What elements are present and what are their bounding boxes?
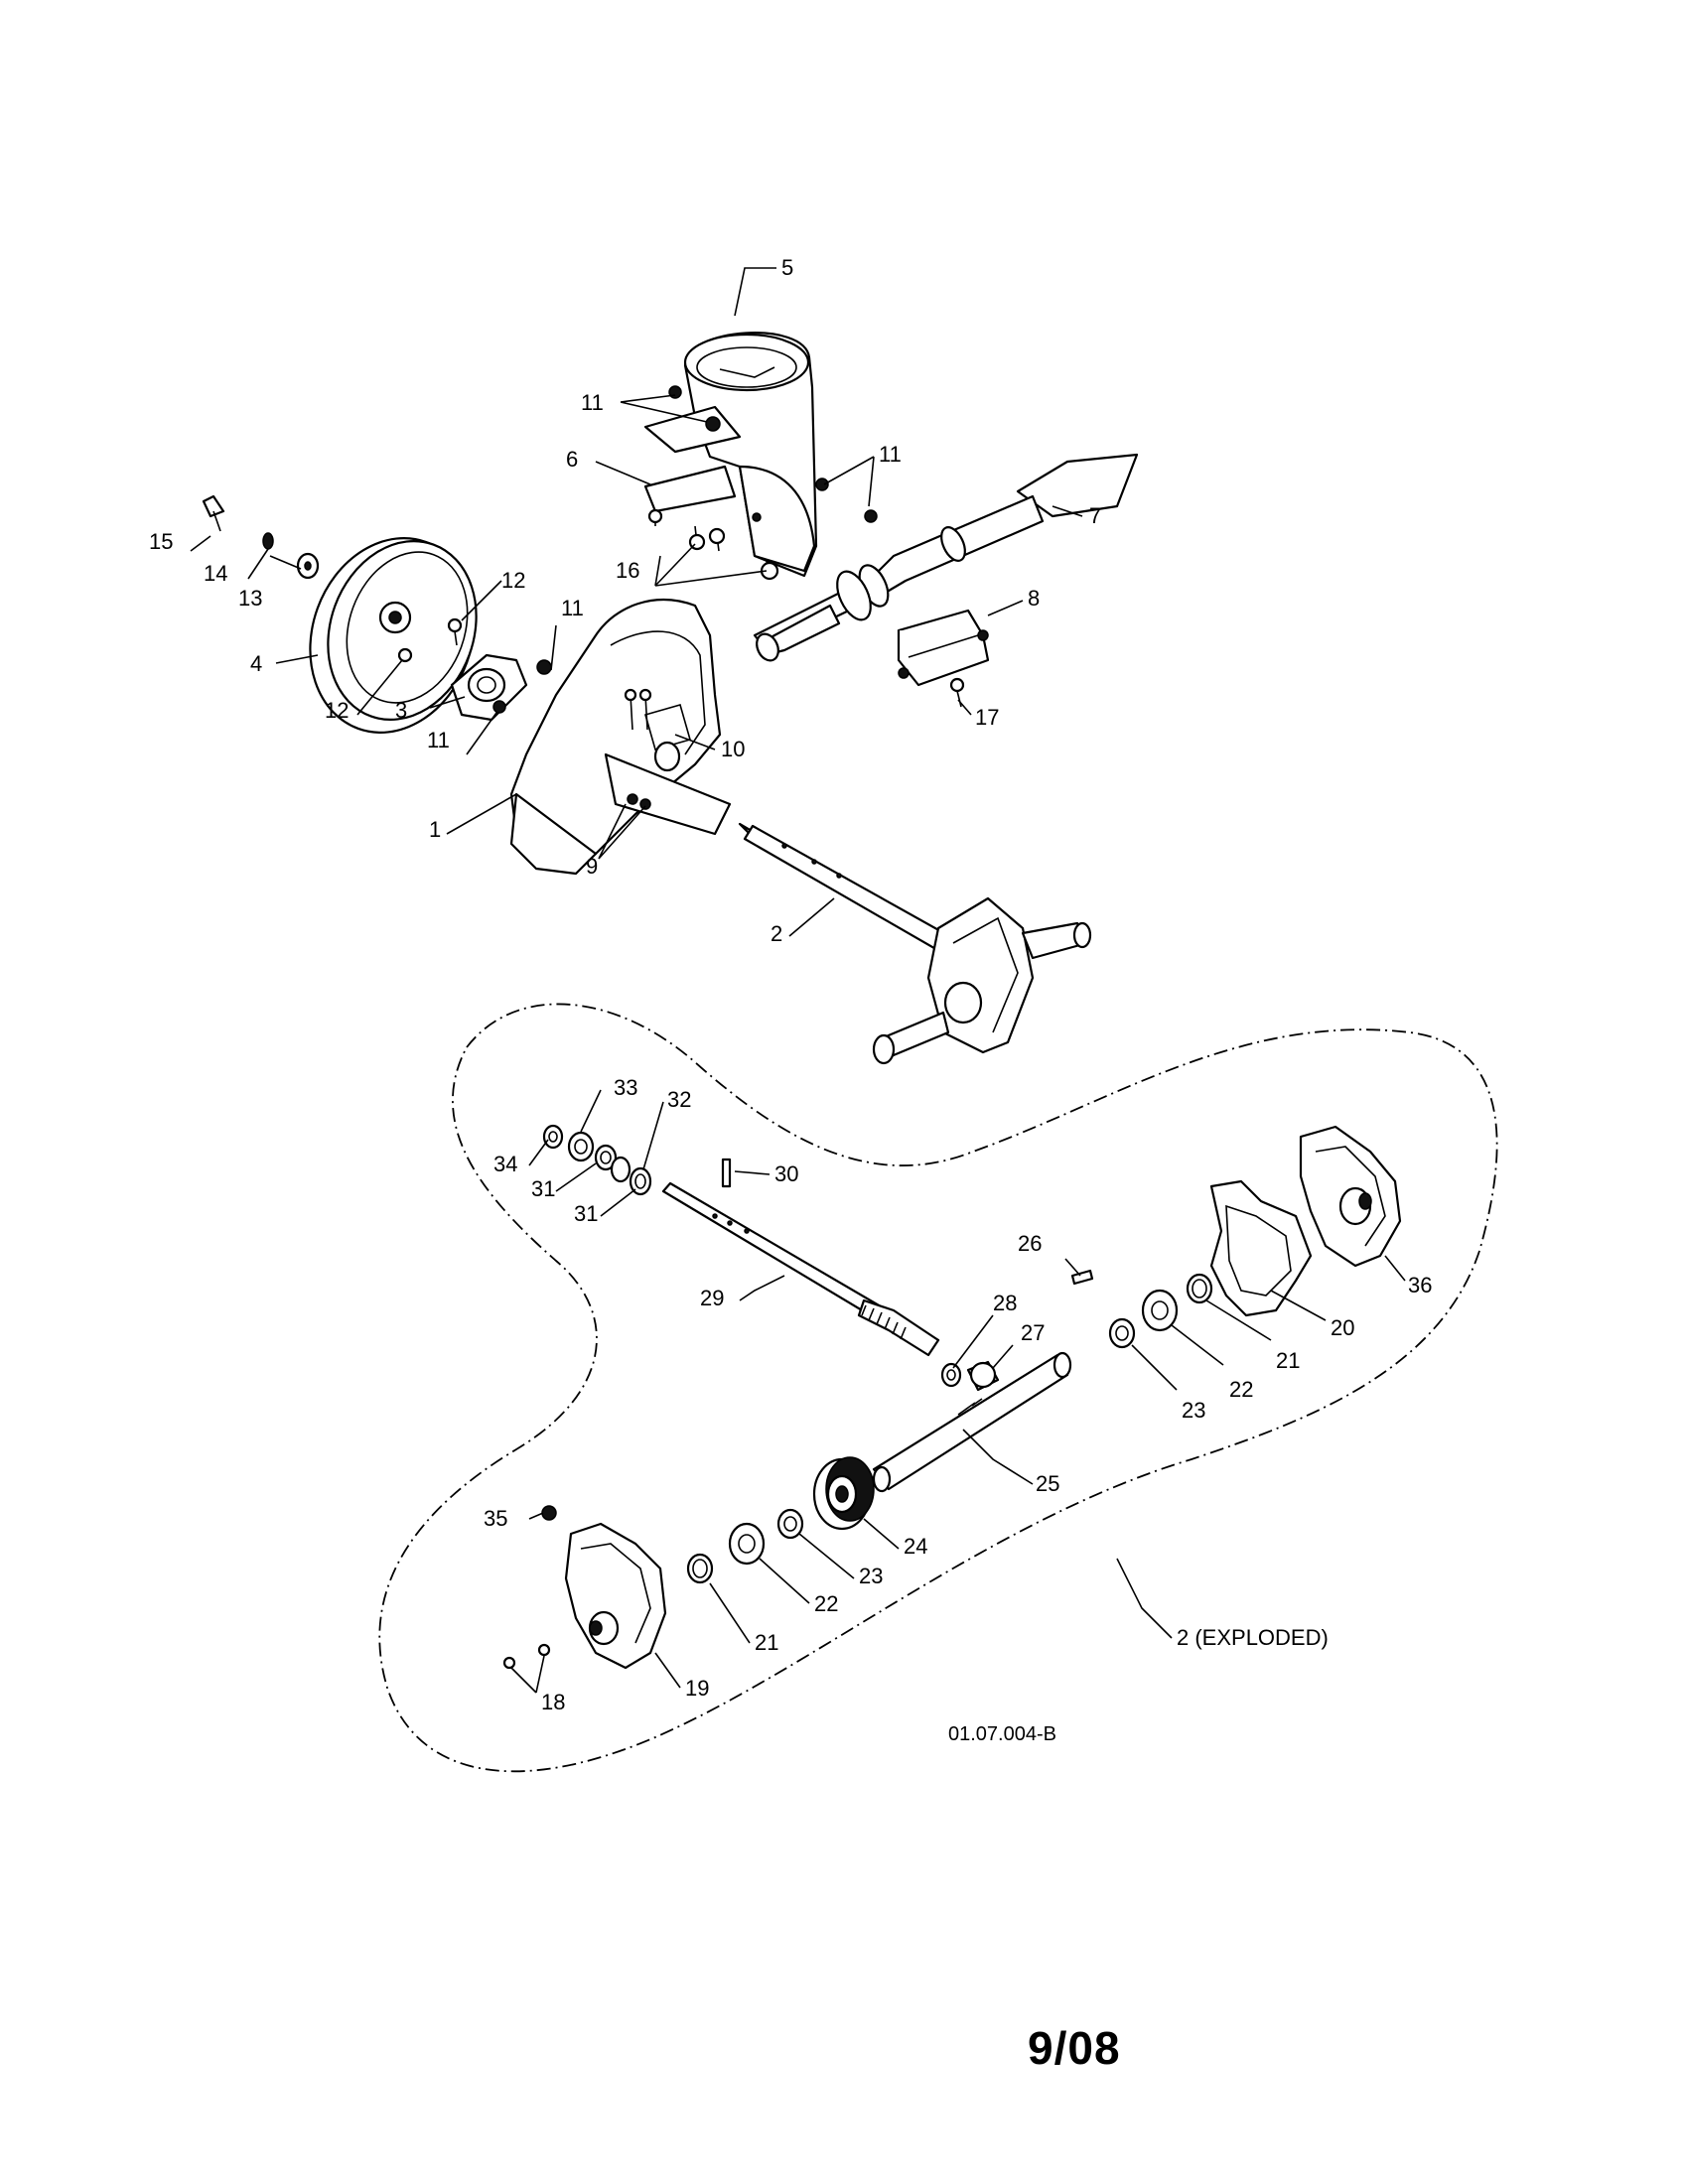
- callout-6: 6: [566, 447, 578, 472]
- callout-35: 35: [484, 1506, 507, 1531]
- part-worm-shaft: [661, 1181, 940, 1357]
- callout-23: 23: [859, 1564, 883, 1588]
- part-vent-35: [541, 1505, 557, 1521]
- part-worm-gear: [812, 1456, 875, 1531]
- part-crank-bracket: [897, 609, 990, 687]
- part-seal-21: [686, 1273, 1213, 1584]
- exploded-view-boundary: [378, 1003, 1498, 1773]
- callout-21: 21: [755, 1630, 778, 1655]
- callout-29: 29: [700, 1286, 724, 1310]
- page-date: 9/08: [1028, 2022, 1121, 2074]
- callout-1: 1: [429, 817, 441, 842]
- callout-10: 10: [721, 737, 745, 761]
- callout-4: 4: [250, 651, 262, 676]
- part-screw-17: [949, 677, 965, 708]
- callout-24: 24: [904, 1534, 927, 1559]
- callout-12: 12: [501, 568, 525, 593]
- callout-26: 26: [1018, 1231, 1042, 1256]
- part-pulley: [309, 537, 478, 734]
- callout-25: 25: [1036, 1471, 1059, 1496]
- part-gasket: [1209, 1179, 1313, 1317]
- callout-labels: 5 11 6 11 7 8 17 16 15 14 13 12 11 4 1 2 …: [149, 255, 1432, 1714]
- callout-11: 11: [561, 596, 584, 620]
- part-housing: [509, 599, 732, 876]
- callout-9: 9: [586, 854, 598, 879]
- leader-lines: [190, 267, 1406, 1694]
- callout-12: 12: [325, 698, 349, 723]
- callout-32: 32: [667, 1087, 691, 1112]
- part-washer-28: [940, 1362, 962, 1388]
- callout-15: 15: [149, 529, 173, 554]
- callout-28: 28: [993, 1291, 1017, 1315]
- part-bearing-22: [728, 1289, 1179, 1566]
- callout-19: 19: [685, 1676, 709, 1701]
- part-bearing-flange: [450, 653, 528, 722]
- callout-2-exploded: 2 (EXPLODED): [1177, 1625, 1329, 1650]
- part-key-26: [1070, 1269, 1094, 1286]
- callout-16: 16: [616, 558, 639, 583]
- callout-20: 20: [1331, 1315, 1354, 1340]
- part-gearbox-half-left: [564, 1522, 667, 1670]
- part-chute: [643, 332, 878, 581]
- callout-27: 27: [1021, 1320, 1045, 1345]
- part-output-shaft: [872, 1351, 1072, 1493]
- part-pin-30: [721, 1158, 732, 1188]
- callout-36: 36: [1408, 1273, 1432, 1297]
- part-crank-rod: [753, 453, 1139, 662]
- part-gearbox-half-right: [1299, 1125, 1402, 1268]
- callout-31: 31: [574, 1201, 598, 1226]
- callout-22: 22: [1229, 1377, 1253, 1402]
- diagram-reference-code: 01.07.004-B: [948, 1723, 1056, 1745]
- callout-30: 30: [774, 1161, 798, 1186]
- callout-14: 14: [204, 561, 227, 586]
- callout-23: 23: [1182, 1398, 1205, 1423]
- callout-34: 34: [493, 1152, 517, 1176]
- callout-8: 8: [1028, 586, 1040, 611]
- callout-31: 31: [531, 1176, 555, 1201]
- callout-17: 17: [975, 705, 999, 730]
- part-washer-23: [776, 1317, 1136, 1540]
- callout-2: 2: [771, 921, 782, 946]
- callout-5: 5: [781, 255, 793, 280]
- callout-3: 3: [395, 698, 407, 723]
- callout-33: 33: [614, 1075, 637, 1100]
- callout-7: 7: [1089, 503, 1101, 528]
- callout-13: 13: [238, 586, 262, 611]
- callout-11: 11: [427, 728, 450, 752]
- callout-11: 11: [581, 390, 604, 415]
- part-bushing-27: [966, 1360, 1000, 1392]
- callout-22: 22: [814, 1591, 838, 1616]
- callout-18: 18: [541, 1690, 565, 1714]
- part-gearbox-assembly: [738, 822, 1092, 1065]
- part-screws-18: [502, 1643, 551, 1670]
- callout-21: 21: [1276, 1348, 1300, 1373]
- part-hardware: [202, 494, 552, 714]
- part-small-washers: [542, 1124, 652, 1196]
- callout-11: 11: [879, 442, 902, 467]
